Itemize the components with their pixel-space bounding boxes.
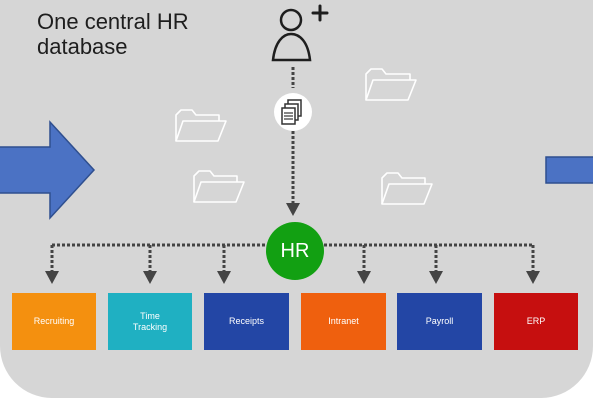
folder-icon xyxy=(175,109,227,142)
system-box-payroll: Payroll xyxy=(397,293,482,350)
folder-icon xyxy=(381,172,433,205)
system-box-erp: ERP xyxy=(494,293,578,350)
hr-hub-label: HR xyxy=(280,239,310,262)
add-user-icon xyxy=(271,4,329,62)
system-box-recruiting: Recruiting xyxy=(12,293,96,350)
system-label: Intranet xyxy=(328,316,359,327)
blue-arrow-stub-icon xyxy=(545,156,593,184)
arrowhead-documents-to-hr xyxy=(286,203,300,216)
hr-hub: HR xyxy=(266,222,324,280)
folder-icon xyxy=(193,170,245,203)
folder-icon xyxy=(365,68,417,101)
diagram-title: One central HR database xyxy=(37,9,189,59)
blue-right-arrow-icon xyxy=(0,120,96,220)
system-label: Recruiting xyxy=(33,316,75,327)
system-label: Time Tracking xyxy=(132,310,168,332)
system-box-intranet: Intranet xyxy=(301,293,386,350)
system-label: ERP xyxy=(526,316,546,327)
system-arrowheads xyxy=(45,271,540,284)
system-label: Receipts xyxy=(228,316,264,327)
system-box-receipts: Receipts xyxy=(204,293,289,350)
system-connectors xyxy=(50,245,535,272)
documents-stack-icon xyxy=(274,93,312,131)
system-box-time-tracking: Time Tracking xyxy=(108,293,192,350)
system-label: Payroll xyxy=(425,316,454,327)
